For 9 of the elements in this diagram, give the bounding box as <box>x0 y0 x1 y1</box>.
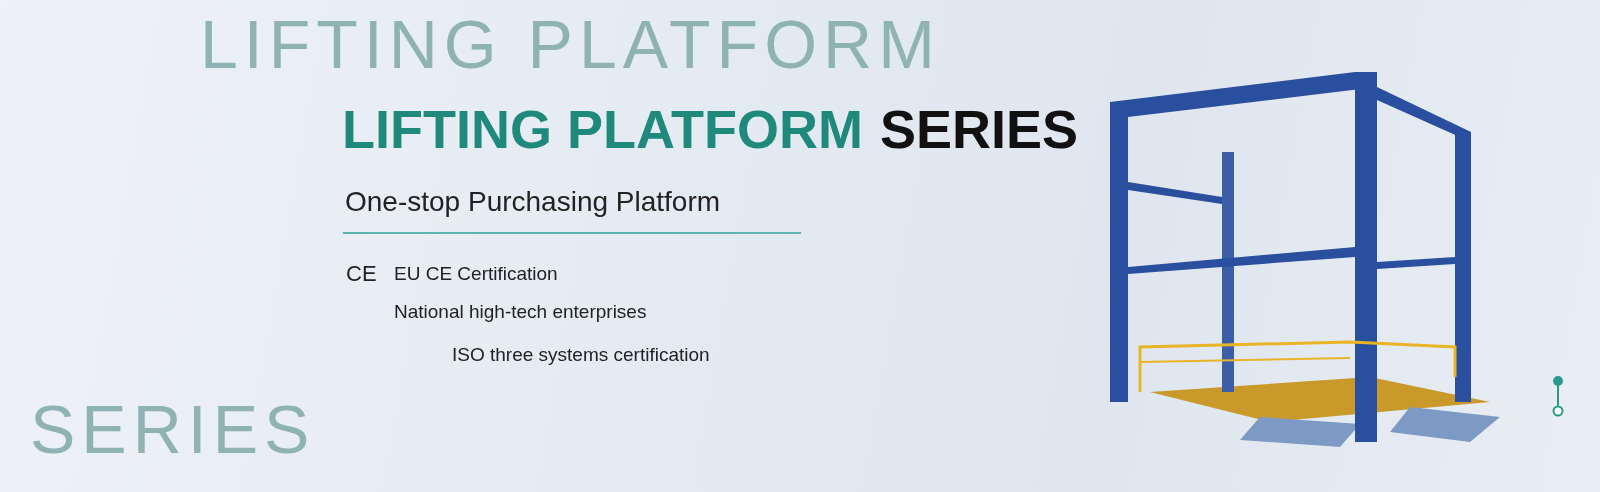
background-heading: LIFTING PLATFORM <box>200 10 941 78</box>
heading: SERIES <box>880 102 1079 156</box>
ce-mark: CE <box>346 263 377 285</box>
subtitle: One-stop Purchasing Platform <box>345 188 721 216</box>
certification-text: ISO three systems certification <box>452 345 710 364</box>
certification-text: EU CE Certification <box>394 264 558 283</box>
heading: LIFTING PLATFORM <box>342 102 863 156</box>
certification-text: National high-tech enterprises <box>394 302 647 321</box>
background-heading: SERIES <box>30 395 316 463</box>
